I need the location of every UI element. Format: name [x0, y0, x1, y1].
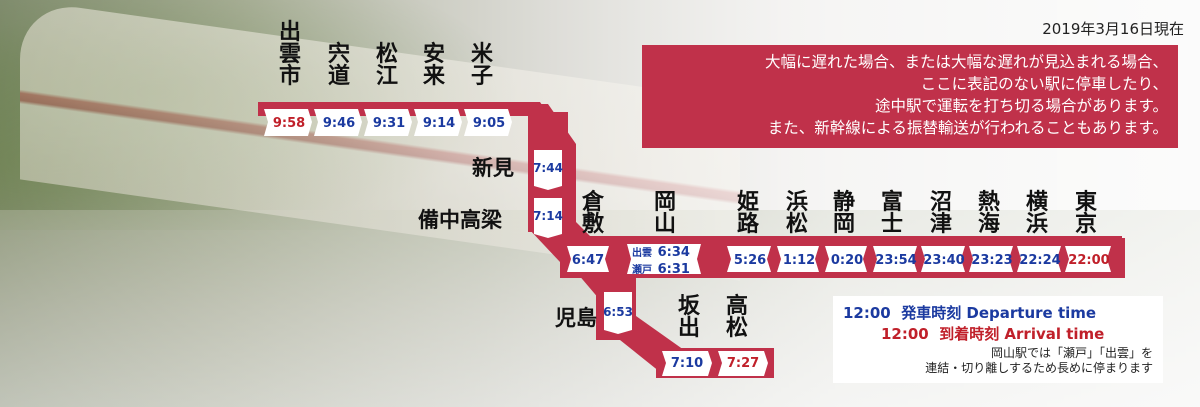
time-matsue: 9:31	[366, 109, 412, 137]
station-matsue: 松江	[374, 44, 400, 88]
station-kurashiki: 倉敷	[580, 192, 606, 236]
station-yokohama: 横浜	[1024, 192, 1050, 236]
time-sakaide: 7:10	[664, 349, 710, 377]
station-sakaide: 坂出	[676, 296, 702, 340]
station-shinji: 宍道	[326, 44, 352, 88]
station-tokyo: 東京	[1073, 192, 1099, 236]
time-hamamatsu: 1:12	[776, 246, 822, 274]
station-bitchutakahashi: 備中高梁	[418, 204, 502, 234]
time-bitchutakahashi: 7:14	[534, 194, 562, 238]
station-yasugi: 安来	[421, 44, 447, 88]
time-atami: 23:23	[969, 246, 1015, 274]
time-shinji: 9:46	[316, 109, 362, 137]
time-izumoshi: 9:58	[266, 109, 312, 137]
legend-departure: 12:00 発車時刻 Departure time	[843, 302, 1153, 323]
time-takamatsu: 7:27	[720, 349, 766, 377]
station-numazu: 沼津	[928, 192, 954, 236]
station-izumoshi: 出雲市	[277, 22, 303, 88]
station-okayama: 岡山	[652, 192, 678, 236]
legend-arrival: 12:00 到着時刻 Arrival time	[881, 323, 1153, 344]
time-tokyo: 22:00	[1066, 246, 1112, 274]
time-fuji: 23:54	[873, 246, 919, 274]
time-kurashiki: 6:47	[565, 246, 611, 274]
time-yokohama: 22:24	[1017, 246, 1063, 274]
legend: 12:00 発車時刻 Departure time 12:00 到着時刻 Arr…	[833, 296, 1163, 383]
time-himeji: 5:26	[727, 246, 773, 274]
station-takamatsu: 高松	[724, 296, 750, 340]
time-kojima: 6:53	[604, 290, 632, 334]
time-niimi: 7:44	[534, 146, 562, 190]
station-shizuoka: 静岡	[831, 192, 857, 236]
station-kojima: 児島	[555, 302, 597, 332]
time-yasugi: 9:14	[416, 109, 462, 137]
time-numazu: 23:40	[921, 246, 967, 274]
time-shizuoka: 0:20	[824, 246, 870, 274]
station-yonago: 米子	[469, 44, 495, 88]
station-atami: 熱海	[976, 192, 1002, 236]
legend-note: 岡山駅では「瀬戸」「出雲」を 連結・切り離しするため長めに停まります	[843, 346, 1153, 376]
station-himeji: 姫路	[735, 192, 761, 236]
station-hamamatsu: 浜松	[784, 192, 810, 236]
time-yonago: 9:05	[466, 109, 512, 137]
station-fuji: 富士	[879, 192, 905, 236]
station-niimi: 新見	[472, 152, 514, 182]
time-okayama: 出雲 6:34 瀬戸 6:31	[632, 244, 702, 278]
